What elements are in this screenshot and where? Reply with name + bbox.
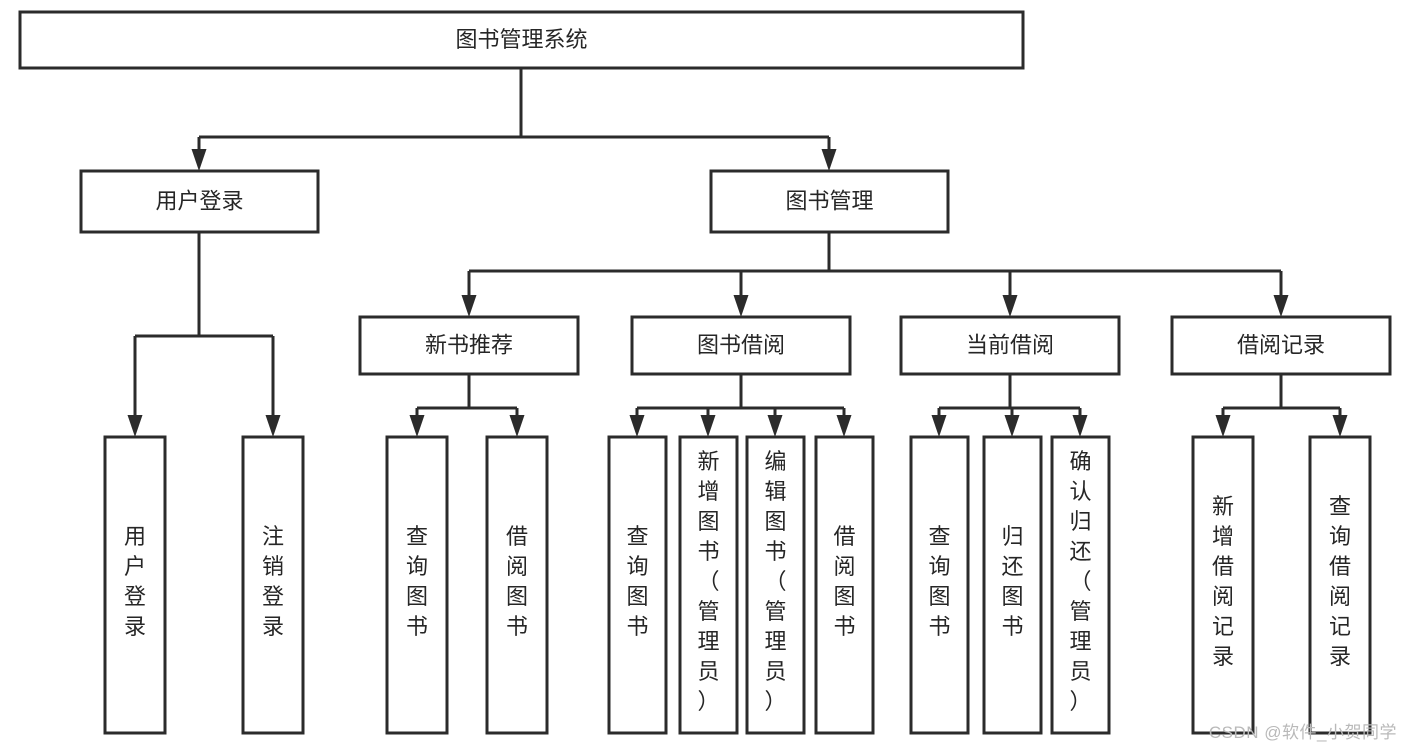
node-box-leaf-add-borrow-record [1191, 435, 1255, 735]
node-label-new-book-recommend: 新书推荐 [425, 332, 513, 357]
connector-user-login-to-leaves [127, 232, 281, 437]
node-box-leaf-return-book [982, 435, 1043, 735]
node-label-leaf-user-logout: 注销登录 [262, 524, 284, 639]
node-label-root: 图书管理系统 [455, 27, 587, 52]
node-label-leaf-borrow-book-2: 借阅图书 [833, 524, 855, 639]
node-label-borrow-record: 借阅记录 [1237, 332, 1325, 357]
node-book-borrow[interactable]: 图书借阅 [630, 315, 852, 376]
node-box-leaf-query-book-2 [607, 435, 668, 735]
node-box-leaf-user-login [103, 435, 167, 735]
node-box-new-book-recommend [358, 315, 580, 376]
node-box-leaf-query-borrow-record [1308, 435, 1372, 735]
connector-borrow-record-to-leaves [1215, 374, 1348, 437]
connector-new-book-recommend-to-leaves [409, 374, 525, 437]
node-leaf-query-book-1[interactable]: 查询图书 [385, 435, 449, 735]
node-label-leaf-user-login: 用户登录 [124, 524, 146, 639]
node-borrow-record[interactable]: 借阅记录 [1170, 315, 1392, 376]
node-label-leaf-add-book-admin: 新增图书（管理员） [697, 449, 719, 714]
node-leaf-user-logout[interactable]: 注销登录 [241, 435, 305, 735]
node-leaf-query-borrow-record[interactable]: 查询借阅记录 [1308, 435, 1372, 735]
node-box-borrow-record [1170, 315, 1392, 376]
node-label-leaf-return-book: 归还图书 [1001, 524, 1023, 639]
node-leaf-return-book[interactable]: 归还图书 [982, 435, 1043, 735]
node-box-book-manage [709, 169, 950, 234]
node-leaf-confirm-return-admin[interactable]: 确认归还（管理员） [1050, 435, 1111, 735]
node-box-user-login [79, 169, 320, 234]
node-box-leaf-user-logout [241, 435, 305, 735]
node-leaf-query-book-3[interactable]: 查询图书 [909, 435, 970, 735]
node-label-book-borrow: 图书借阅 [697, 332, 785, 357]
node-label-book-manage: 图书管理 [785, 188, 873, 213]
node-book-manage[interactable]: 图书管理 [709, 169, 950, 234]
node-box-leaf-borrow-book-1 [485, 435, 549, 735]
node-box-root [18, 10, 1025, 70]
node-leaf-user-login[interactable]: 用户登录 [103, 435, 167, 735]
connectors-layer [127, 68, 1348, 437]
node-leaf-edit-book-admin[interactable]: 编辑图书（管理员） [745, 435, 806, 735]
node-user-login[interactable]: 用户登录 [79, 169, 320, 234]
connector-book-borrow-to-leaves [629, 374, 852, 437]
connector-current-borrow-to-leaves [931, 374, 1088, 437]
node-leaf-borrow-book-1[interactable]: 借阅图书 [485, 435, 549, 735]
node-label-leaf-query-book-3: 查询图书 [928, 524, 950, 639]
node-box-leaf-query-book-3 [909, 435, 970, 735]
node-box-leaf-edit-book-admin [745, 435, 806, 735]
node-label-leaf-query-borrow-record: 查询借阅记录 [1329, 494, 1351, 669]
node-root[interactable]: 图书管理系统 [18, 10, 1025, 70]
node-leaf-borrow-book-2[interactable]: 借阅图书 [814, 435, 875, 735]
node-label-leaf-add-borrow-record: 新增借阅记录 [1212, 494, 1234, 669]
node-label-user-login: 用户登录 [155, 188, 243, 213]
node-box-leaf-add-book-admin [678, 435, 739, 735]
node-leaf-query-book-2[interactable]: 查询图书 [607, 435, 668, 735]
node-new-book-recommend[interactable]: 新书推荐 [358, 315, 580, 376]
node-box-current-borrow [899, 315, 1121, 376]
node-current-borrow[interactable]: 当前借阅 [899, 315, 1121, 376]
node-label-leaf-edit-book-admin: 编辑图书（管理员） [764, 449, 786, 714]
nodes-layer: 图书管理系统用户登录图书管理新书推荐图书借阅当前借阅借阅记录用户登录注销登录查询… [18, 10, 1392, 735]
node-box-leaf-borrow-book-2 [814, 435, 875, 735]
node-label-current-borrow: 当前借阅 [966, 332, 1054, 357]
node-label-leaf-query-book-2: 查询图书 [626, 524, 648, 639]
connector-book-manage-to-level3 [461, 232, 1289, 317]
node-box-leaf-confirm-return-admin [1050, 435, 1111, 735]
node-label-leaf-borrow-book-1: 借阅图书 [506, 524, 528, 639]
node-box-book-borrow [630, 315, 852, 376]
node-box-leaf-query-book-1 [385, 435, 449, 735]
connector-root-to-level2 [191, 68, 837, 171]
node-leaf-add-borrow-record[interactable]: 新增借阅记录 [1191, 435, 1255, 735]
watermark-text: CSDN @软件_小贺同学 [1208, 723, 1397, 742]
node-label-leaf-query-book-1: 查询图书 [406, 524, 428, 639]
node-leaf-add-book-admin[interactable]: 新增图书（管理员） [678, 435, 739, 735]
node-label-leaf-confirm-return-admin: 确认归还（管理员） [1069, 449, 1091, 714]
